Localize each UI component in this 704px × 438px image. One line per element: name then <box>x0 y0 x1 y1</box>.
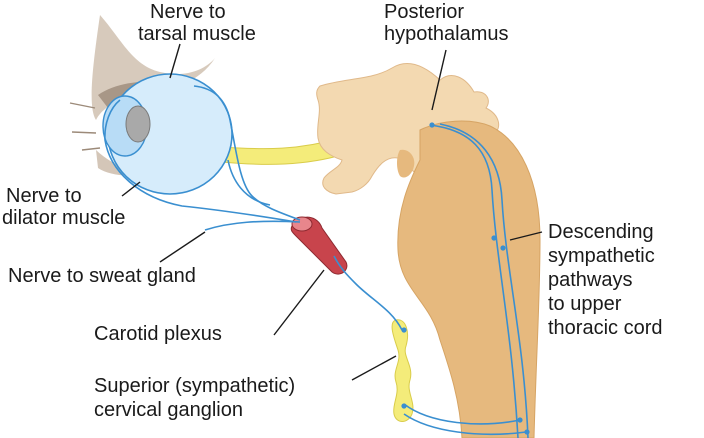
leader-carotid <box>273 269 325 336</box>
label-superior-cervical-ganglion-1: Superior (sympathetic) <box>94 375 296 397</box>
label-nerve-to-tarsal-2: tarsal muscle <box>138 23 256 45</box>
label-carotid-plexus: Carotid plexus <box>94 323 222 345</box>
lower-eyelid <box>96 150 150 176</box>
label-nerve-to-dilator-1: Nerve to <box>6 185 82 207</box>
pituitary-stalk <box>397 149 415 178</box>
label-posterior-hypothalamus-1: Posterior <box>384 1 465 23</box>
label-descending-pathways-4: to upper <box>548 293 622 315</box>
label-descending-pathways-3: pathways <box>548 269 633 291</box>
nerve-pathways <box>104 85 530 438</box>
skin-lines <box>69 102 101 151</box>
label-descending-pathways-5: thoracic cord <box>548 317 663 339</box>
carotid-artery <box>290 216 348 275</box>
lens <box>125 105 151 143</box>
brainstem-cord <box>397 120 541 438</box>
leader-dilator <box>121 181 141 197</box>
leader-ganglion <box>351 355 397 381</box>
cervical-ganglion-shape <box>391 319 414 422</box>
label-nerve-to-dilator-2: dilator muscle <box>2 207 126 229</box>
leader-sweat <box>159 231 206 263</box>
label-descending-pathways-1: Descending <box>548 221 654 243</box>
label-descending-pathways-2: sympathetic <box>548 245 655 267</box>
leader-tarsal <box>169 43 181 79</box>
carotid-artery-opening <box>291 216 313 232</box>
leader-descending <box>509 231 543 241</box>
leader-hypothalamus <box>431 49 447 111</box>
label-posterior-hypothalamus-2: hypothalamus <box>384 23 509 45</box>
label-nerve-to-sweat-gland: Nerve to sweat gland <box>8 265 196 287</box>
label-nerve-to-tarsal-1: Nerve to <box>150 1 226 23</box>
label-superior-cervical-ganglion-2: cervical ganglion <box>94 399 243 421</box>
